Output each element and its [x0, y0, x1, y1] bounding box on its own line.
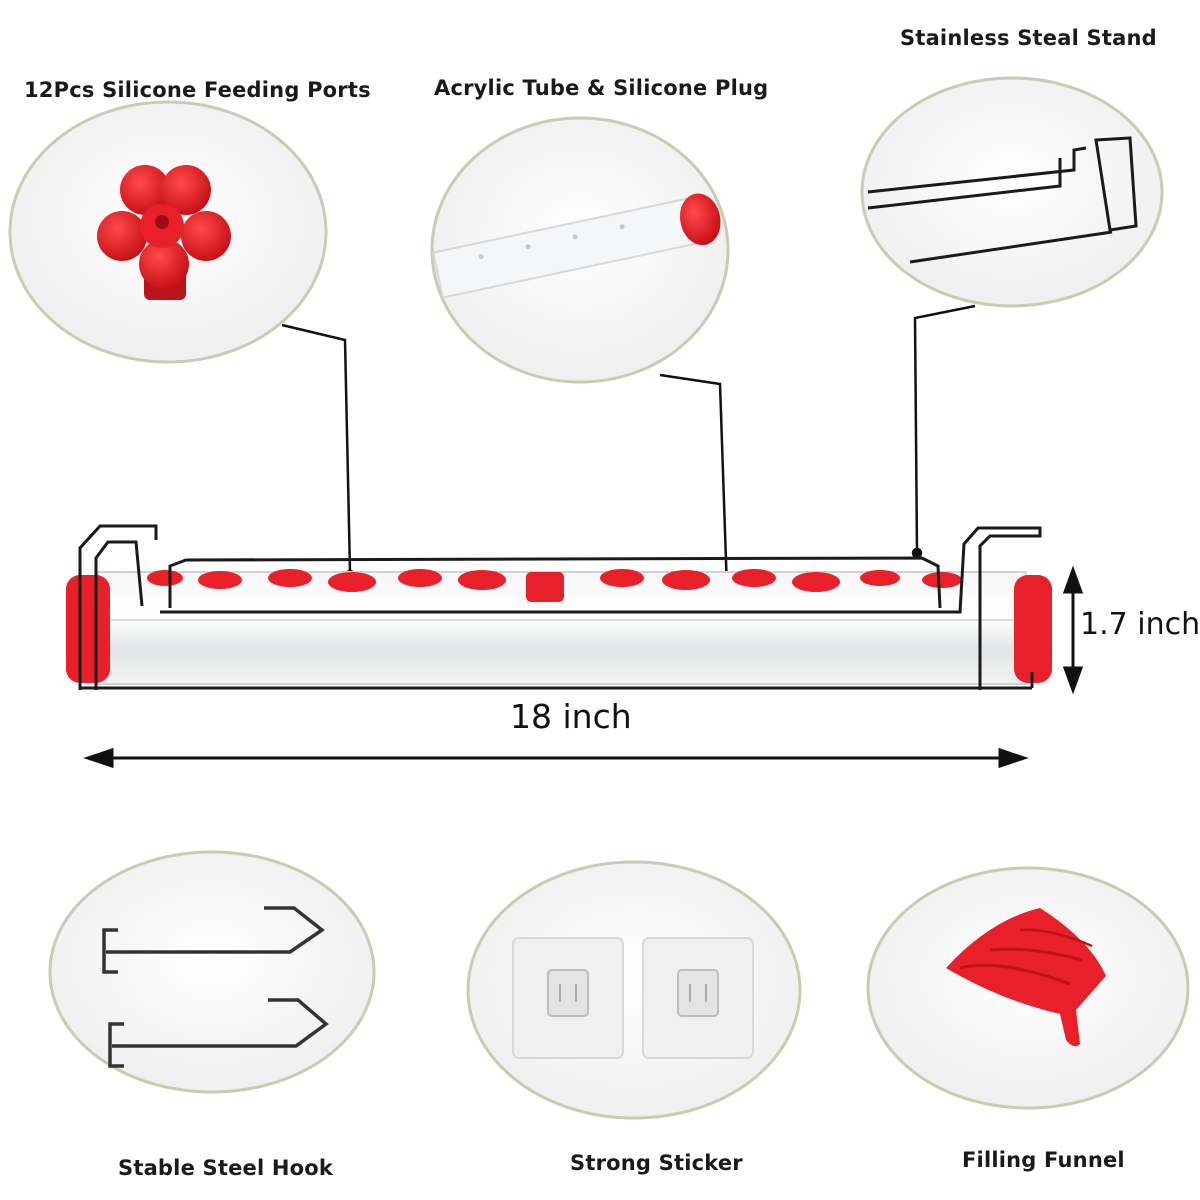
length-dimension-label: 18 inch: [510, 697, 632, 736]
label-feeding-ports: 12Pcs Silicone Feeding Ports: [24, 78, 371, 102]
height-arrow: [1062, 565, 1084, 695]
height-dimension-label: 1.7 inch: [1080, 607, 1200, 642]
label-filling-funnel: Filling Funnel: [962, 1148, 1125, 1172]
label-strong-sticker: Strong Sticker: [570, 1151, 743, 1175]
stand-frame-icon: [867, 136, 1138, 264]
label-acrylic-tube: Acrylic Tube & Silicone Plug: [434, 76, 769, 100]
sticker-detail: [466, 860, 802, 1120]
stand-detail: [860, 76, 1164, 308]
right-plug: [1014, 575, 1052, 683]
stand-frame: [78, 524, 1042, 690]
funnel-icon: [946, 908, 1106, 1047]
length-arrow: [83, 747, 1029, 769]
flower-port-icon: [97, 165, 231, 300]
feeder-main-illustration: [66, 524, 1052, 690]
label-steel-hook: Stable Steel Hook: [118, 1156, 334, 1180]
label-stainless-stand: Stainless Steal Stand: [900, 26, 1157, 50]
feeding-ports-row: [147, 569, 962, 602]
funnel-detail: [866, 866, 1190, 1110]
steel-hook-detail: [48, 850, 376, 1094]
left-plug: [66, 575, 110, 683]
sticker-icon: [512, 937, 754, 1059]
hook-icon: [102, 906, 329, 1068]
feeding-port-detail: [8, 100, 328, 364]
silicone-plug-icon: [679, 193, 721, 246]
acrylic-tube-detail: [430, 116, 730, 384]
